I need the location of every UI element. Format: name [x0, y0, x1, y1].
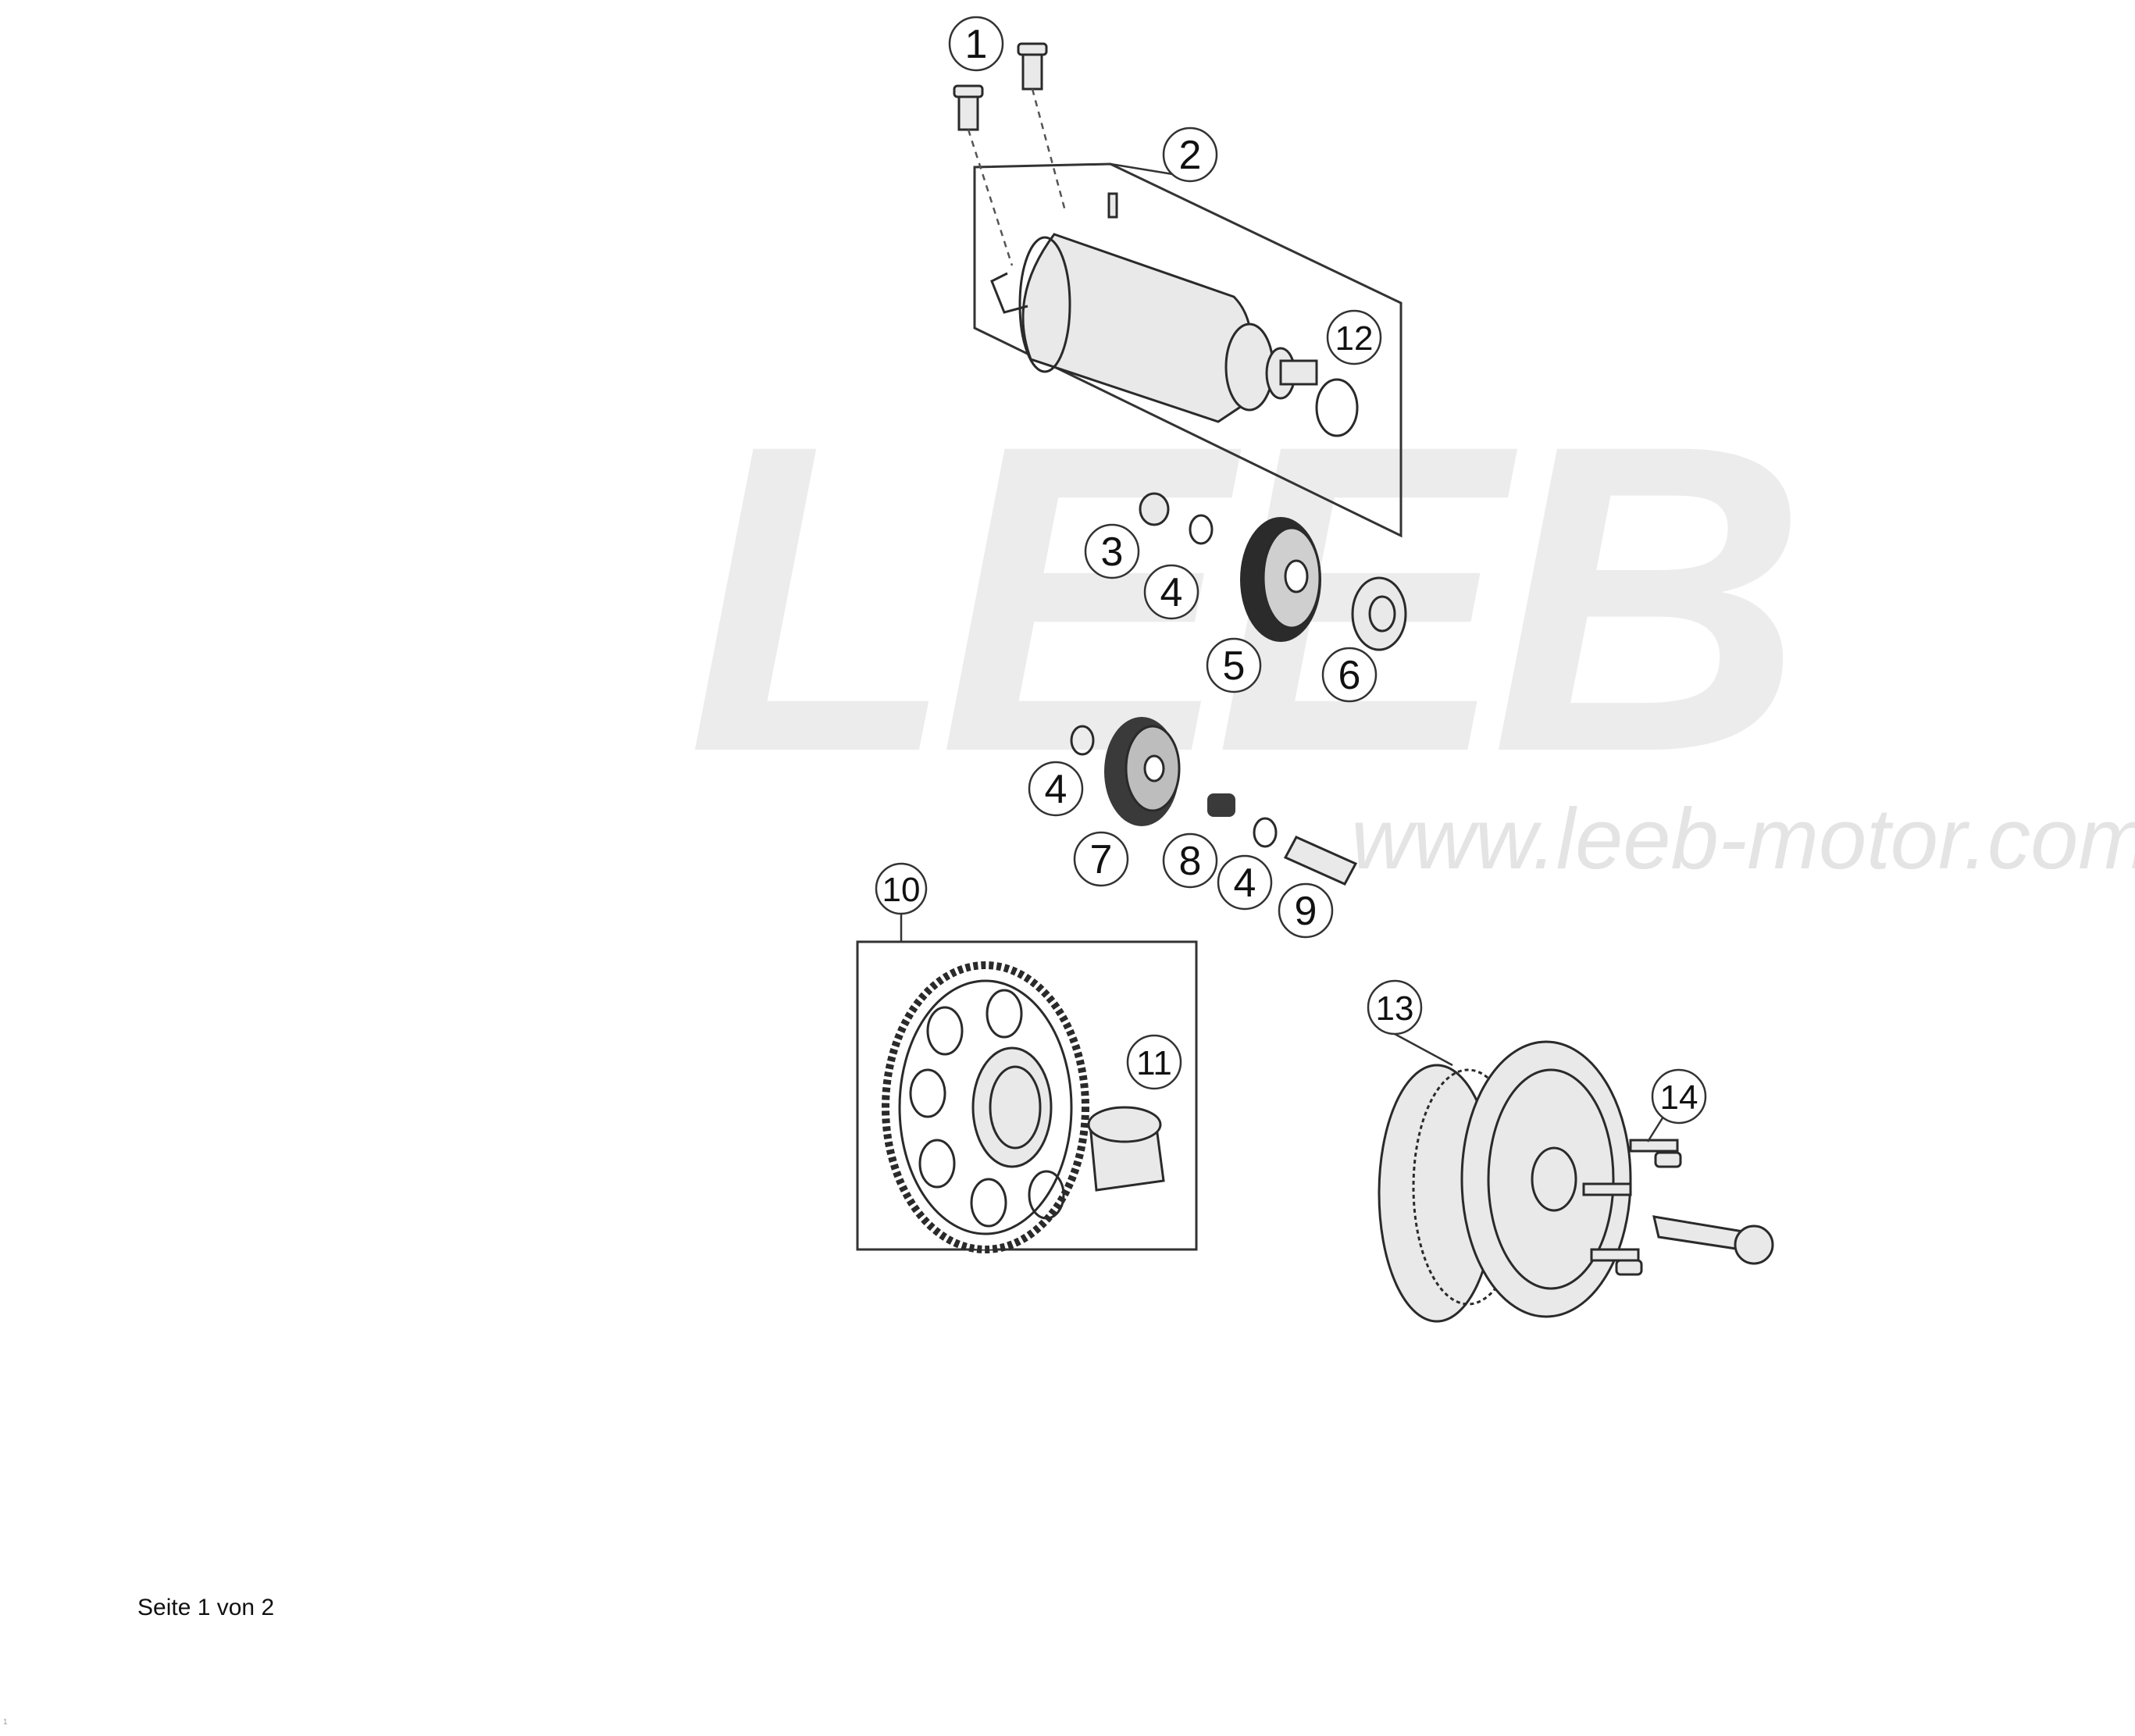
svg-text:12: 12 [1335, 319, 1374, 358]
o-ring [1315, 378, 1359, 437]
svg-text:3: 3 [1101, 529, 1124, 575]
sleeve [1087, 1106, 1165, 1192]
svg-text:5: 5 [1223, 643, 1246, 689]
callout-9: 9 [1278, 882, 1334, 939]
callout-1: 1 [948, 16, 1004, 72]
callout-12: 12 [1326, 309, 1382, 365]
svg-text:2: 2 [1179, 133, 1202, 178]
callout-13: 13 [1367, 979, 1423, 1036]
callout-6: 6 [1321, 647, 1378, 703]
callout-10: 10 [875, 862, 928, 915]
svg-text:6: 6 [1338, 653, 1361, 698]
bushing-and-washer [1139, 492, 1214, 545]
callout-11: 11 [1126, 1034, 1182, 1090]
svg-text:13: 13 [1376, 989, 1414, 1028]
svg-text:11: 11 [1136, 1044, 1172, 1082]
flywheel [1378, 1040, 1632, 1323]
bolt-parts [953, 42, 1067, 266]
starter-motor-frame [973, 162, 1403, 538]
watermark: LEEB www.leeb-motor.com [687, 354, 2135, 887]
callout-5: 5 [1206, 637, 1262, 693]
svg-text:14: 14 [1660, 1078, 1698, 1117]
flywheel-bolts [1582, 1139, 1774, 1276]
page-indicator: Seite 1 von 2 [137, 1595, 275, 1620]
ring-gear-frame [856, 940, 1198, 1251]
svg-text:4: 4 [1234, 861, 1256, 906]
callout-4c: 4 [1217, 854, 1273, 911]
svg-text:4: 4 [1045, 767, 1068, 812]
callout-3: 3 [1084, 523, 1140, 579]
watermark-url: www.leeb-motor.com [1351, 791, 2135, 887]
callout-8: 8 [1162, 832, 1218, 889]
drive-gear-assembly [1070, 717, 1358, 886]
callout-2: 2 [1162, 127, 1218, 183]
svg-text:1: 1 [965, 22, 988, 67]
svg-text:4: 4 [1160, 570, 1183, 615]
callout-14: 14 [1651, 1068, 1707, 1125]
watermark-logo: LEEB [687, 354, 1791, 843]
svg-text:7: 7 [1090, 837, 1113, 882]
starter-motor [990, 192, 1318, 423]
svg-text:9: 9 [1295, 889, 1317, 934]
corner-mark: 1 [3, 1718, 8, 1727]
svg-text:10: 10 [882, 871, 921, 909]
callout-4b: 4 [1028, 761, 1084, 817]
intermediate-gear [1240, 517, 1321, 642]
callout-7: 7 [1073, 831, 1129, 887]
ring-gear [882, 961, 1089, 1253]
callout-labels: 1 2 12 3 4 5 6 4 [875, 16, 1707, 1125]
bearing [1351, 576, 1407, 651]
callout-4a: 4 [1143, 564, 1199, 620]
svg-text:8: 8 [1179, 839, 1202, 884]
